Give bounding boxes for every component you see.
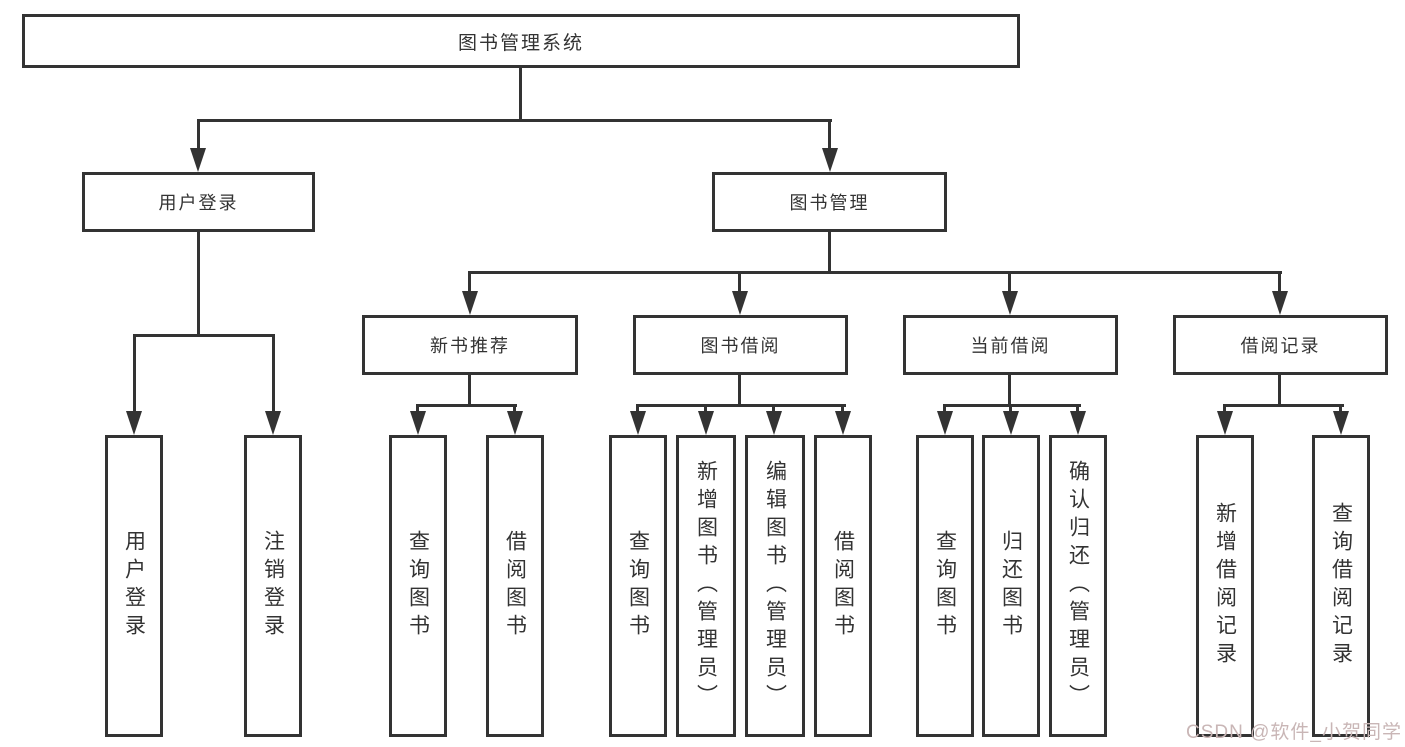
arrowhead-down-icon [835, 411, 851, 435]
leaf-label: 借阅图书 [503, 530, 527, 642]
arrowhead-down-icon [1272, 291, 1288, 315]
leaf-label: 查询图书 [406, 530, 430, 642]
leaf-logout: 注销登录 [244, 435, 302, 737]
node-label: 当前借阅 [970, 336, 1051, 356]
leaf-label: 编辑图书（管理员） [763, 460, 787, 712]
arrowhead-down-icon [1333, 411, 1349, 435]
arrowhead-down-icon [410, 411, 426, 435]
connector-line [943, 404, 946, 414]
connector-line [1224, 404, 1344, 407]
leaf-add-borrow-record: 新增借阅记录 [1196, 435, 1254, 737]
leaf-query-books-current: 查询图书 [916, 435, 974, 737]
connector-line [944, 404, 1081, 407]
leaf-label: 用户登录 [122, 530, 146, 642]
leaf-label: 新增图书（管理员） [694, 460, 718, 712]
connector-line [738, 271, 741, 295]
node-book-borrowing: 图书借阅 [633, 315, 848, 375]
leaf-return-book: 归还图书 [982, 435, 1040, 737]
node-label: 借阅记录 [1240, 336, 1321, 356]
connector-line [519, 67, 522, 122]
connector-line [468, 375, 471, 407]
connector-line [1076, 404, 1079, 414]
arrowhead-down-icon [1002, 291, 1018, 315]
connector-line [1009, 404, 1012, 414]
arrowhead-down-icon [265, 411, 281, 435]
arrowhead-down-icon [190, 148, 206, 172]
arrowhead-down-icon [1070, 411, 1086, 435]
connector-line [1278, 375, 1281, 407]
leaf-add-book-admin: 新增图书（管理员） [676, 435, 736, 737]
leaf-label: 查询图书 [933, 530, 957, 642]
connector-line [1008, 375, 1011, 407]
leaf-edit-book-admin: 编辑图书（管理员） [745, 435, 805, 737]
leaf-label: 查询图书 [626, 530, 650, 642]
leaf-label: 借阅图书 [831, 530, 855, 642]
connector-line [637, 404, 846, 407]
arrowhead-down-icon [462, 291, 478, 315]
connector-line [841, 404, 844, 414]
node-current-borrowing: 当前借阅 [903, 315, 1118, 375]
leaf-label: 归还图书 [999, 530, 1023, 642]
arrowhead-down-icon [630, 411, 646, 435]
node-label: 图书借阅 [700, 336, 781, 356]
connector-line [197, 119, 200, 151]
connector-line [272, 334, 275, 413]
connector-line [133, 334, 136, 413]
connector-line [133, 334, 275, 337]
leaf-user-login: 用户登录 [105, 435, 163, 737]
connector-line [468, 271, 471, 295]
node-label: 图书管理系统 [457, 32, 584, 54]
leaf-confirm-return-admin: 确认归还（管理员） [1049, 435, 1107, 737]
leaf-label: 查询借阅记录 [1329, 502, 1353, 670]
connector-line [468, 271, 1282, 274]
connector-line [704, 404, 707, 414]
node-label: 用户登录 [158, 193, 239, 213]
arrowhead-down-icon [698, 411, 714, 435]
node-user-login: 用户登录 [82, 172, 315, 232]
arrowhead-down-icon [937, 411, 953, 435]
node-borrowing-records: 借阅记录 [1173, 315, 1388, 375]
arrowhead-down-icon [766, 411, 782, 435]
leaf-label: 新增借阅记录 [1213, 502, 1237, 670]
leaf-borrow-books-borrowing: 借阅图书 [814, 435, 872, 737]
connector-line [828, 119, 831, 151]
leaf-query-borrow-record: 查询借阅记录 [1312, 435, 1370, 737]
connector-line [1008, 271, 1011, 295]
arrowhead-down-icon [1217, 411, 1233, 435]
arrowhead-down-icon [732, 291, 748, 315]
node-book-management: 图书管理 [712, 172, 947, 232]
connector-line [1278, 271, 1281, 295]
arrowhead-down-icon [507, 411, 523, 435]
connector-line [416, 404, 517, 407]
csdn-watermark: CSDN @软件_小贺同学 [1186, 722, 1402, 743]
connector-line [738, 375, 741, 407]
node-label: 图书管理 [789, 193, 870, 213]
arrowhead-down-icon [822, 148, 838, 172]
leaf-label: 确认归还（管理员） [1066, 460, 1090, 712]
connector-line [416, 404, 419, 414]
connector-line [197, 232, 200, 337]
node-new-book-recommendation: 新书推荐 [362, 315, 578, 375]
arrowhead-down-icon [126, 411, 142, 435]
leaf-label: 注销登录 [261, 530, 285, 642]
node-label: 新书推荐 [430, 336, 510, 356]
connector-line [1223, 404, 1226, 414]
arrowhead-down-icon [1003, 411, 1019, 435]
connector-line [636, 404, 639, 414]
connector-line [828, 232, 831, 274]
node-library-management-system: 图书管理系统 [22, 14, 1020, 68]
leaf-query-books-recommend: 查询图书 [389, 435, 447, 737]
connector-line [772, 404, 775, 414]
connector-line [1339, 404, 1342, 414]
leaf-query-books-borrowing: 查询图书 [609, 435, 667, 737]
leaf-borrow-books-recommend: 借阅图书 [486, 435, 544, 737]
connector-line [513, 404, 516, 414]
connector-line [197, 119, 832, 122]
